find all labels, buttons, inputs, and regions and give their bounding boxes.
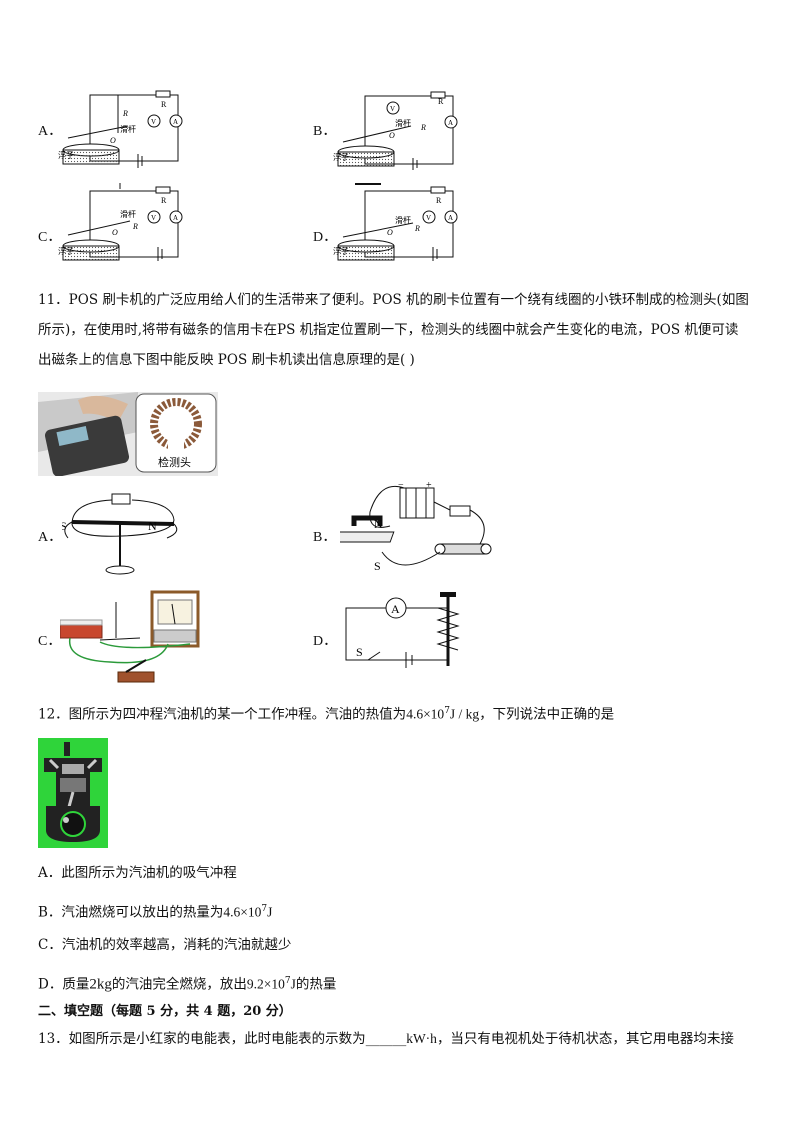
- svg-text:+: +: [426, 482, 432, 491]
- svg-text:R: R: [436, 196, 442, 205]
- q11-option-d-figure: A S: [345, 592, 460, 668]
- svg-text:S: S: [374, 559, 381, 573]
- q11-pos-figure: 检测头: [38, 392, 218, 476]
- q12-option-b: B．汽油燃烧可以放出的热量为4.6×107J: [38, 904, 273, 921]
- q11-option-a-figure: S N: [62, 493, 178, 575]
- q11-line1: 11．POS 刷卡机的广泛应用给人们的生活带来了便利。POS 机的刷卡位置有一个…: [38, 292, 749, 308]
- q13-stem: 13．如图所示是小红家的电能表，此时电能表的示数为______kW·h，当只有电…: [38, 1031, 734, 1047]
- q12-option-a: A．此图所示为汽油机的吸气冲程: [38, 865, 237, 881]
- q11-line2: 所示)，在使用时,将带有磁条的信用卡在PS 机指定位置刷一下，检测头的线圈中就会…: [38, 322, 739, 338]
- q11-option-a-label: A．: [38, 530, 63, 545]
- q12-option-c: C．汽油机的效率越高，消耗的汽油就越少: [38, 937, 292, 953]
- q12-stem: 12．图所示为四冲程汽油机的某一个工作冲程。汽油的热值为4.6×107J / k…: [38, 706, 615, 723]
- q10-option-b-label: B．: [313, 124, 337, 139]
- svg-text:R: R: [438, 97, 444, 106]
- svg-text:V: V: [390, 105, 395, 113]
- svg-text:V: V: [151, 118, 156, 126]
- svg-text:A: A: [173, 118, 178, 126]
- section2-heading: 二、填空题（每题 5 分，共 4 题，20 分）: [38, 1004, 292, 1019]
- svg-text:S: S: [62, 519, 67, 533]
- svg-text:O: O: [389, 131, 395, 140]
- q10-option-c-label: C．: [38, 230, 62, 245]
- svg-text:A: A: [391, 602, 400, 616]
- svg-text:R: R: [161, 196, 167, 205]
- q11-option-d-label: D．: [313, 634, 338, 649]
- q10-option-a-circuit: R V A R 滑杆 O 浮子: [58, 90, 183, 168]
- q10-option-b-circuit: V R A 滑杆 R O 浮子: [333, 91, 458, 185]
- q11-stem: 11．POS 刷卡机的广泛应用给人们的生活带来了便利。POS 机的刷卡位置有一个…: [38, 285, 758, 375]
- svg-text:R: R: [414, 224, 420, 233]
- svg-text:R: R: [420, 123, 426, 132]
- svg-text:A: A: [173, 214, 178, 222]
- q10-option-a-label: A．: [38, 124, 63, 139]
- q10-option-c-circuit: R V A 滑杆 R O 浮子: [58, 183, 183, 261]
- svg-text:N: N: [374, 517, 383, 531]
- svg-text:R: R: [132, 222, 138, 231]
- svg-text:V: V: [426, 214, 431, 222]
- svg-text:浮子: 浮子: [58, 246, 74, 256]
- svg-text:O: O: [387, 228, 393, 237]
- svg-text:滑杆: 滑杆: [395, 118, 411, 128]
- svg-text:V: V: [151, 214, 156, 222]
- svg-text:浮子: 浮子: [333, 246, 349, 256]
- q12-engine-figure: [38, 738, 108, 848]
- q10-option-d-circuit: R V A 滑杆 R O 浮子: [333, 186, 458, 261]
- svg-text:浮子: 浮子: [58, 150, 74, 160]
- svg-text:O: O: [112, 228, 118, 237]
- q11-option-b-label: B．: [313, 530, 337, 545]
- svg-text:滑杆: 滑杆: [120, 124, 136, 134]
- q11-line3: 出磁条上的信息下图中能反映 POS 刷卡机读出信息原理的是( ): [38, 352, 415, 368]
- q10-a-r0: R: [161, 100, 167, 109]
- svg-text:A: A: [448, 214, 453, 222]
- q11-figure-caption: 检测头: [158, 455, 191, 469]
- svg-text:−: −: [398, 482, 404, 491]
- svg-text:A: A: [448, 119, 453, 127]
- svg-text:浮子: 浮子: [333, 152, 349, 162]
- svg-text:R: R: [122, 109, 128, 118]
- svg-text:N: N: [148, 519, 157, 533]
- svg-text:滑杆: 滑杆: [395, 215, 411, 225]
- q11-option-c-figure: [60, 590, 200, 683]
- q10-option-d-label: D．: [313, 230, 338, 245]
- svg-text:S: S: [356, 645, 363, 659]
- svg-text:O: O: [110, 136, 116, 145]
- q12-option-d: D．质量2kg的汽油完全燃烧，放出9.2×107J的热量: [38, 976, 337, 993]
- svg-text:滑杆: 滑杆: [120, 209, 136, 219]
- q11-option-b-figure: − + N S: [340, 482, 492, 573]
- q13-blank[interactable]: ______: [365, 1031, 407, 1047]
- q11-option-c-label: C．: [38, 634, 62, 649]
